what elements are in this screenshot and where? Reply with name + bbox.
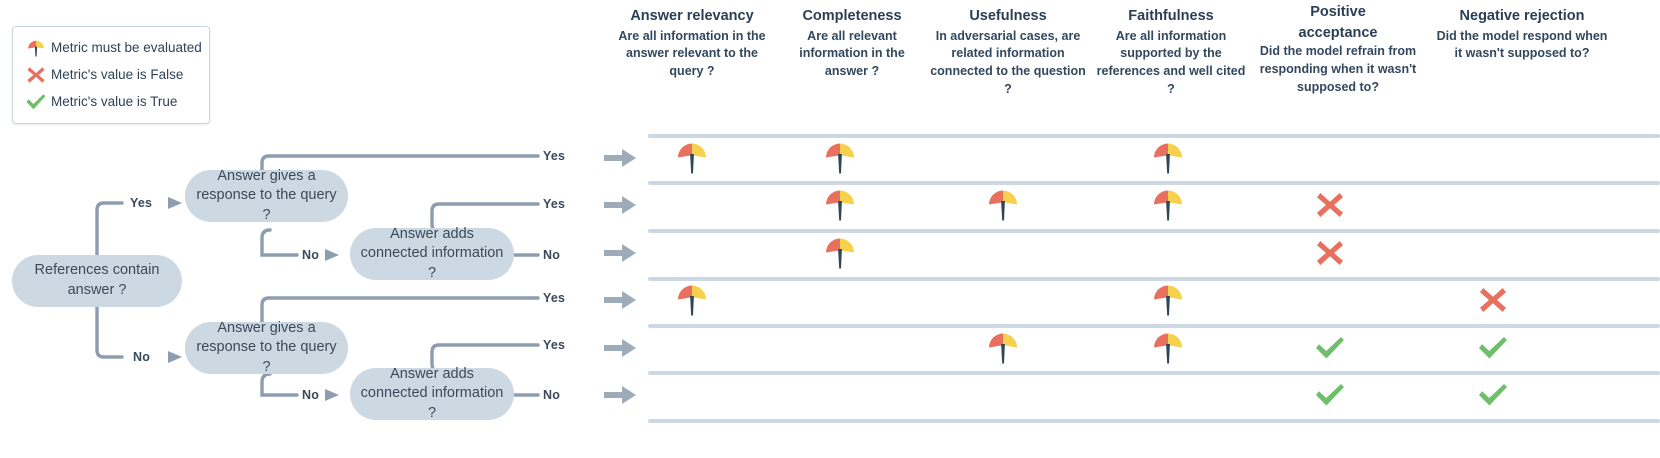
matrix-cell-gauge-icon [664, 136, 720, 180]
matrix-cell-cross-icon [1465, 278, 1521, 322]
column-header-usefulness: Usefulness In adversarial cases, are rel… [928, 6, 1088, 99]
node-label: Answer adds connected information ? [360, 225, 504, 281]
matrix-cell-gauge-icon [664, 278, 720, 322]
legend-label: Metric's value is True [51, 93, 178, 109]
matrix-cell-cross-icon [1302, 183, 1358, 227]
row-separator [648, 277, 1660, 281]
cross-icon [21, 65, 51, 85]
flow-node-bottom-answer-adds-connected[interactable]: Answer adds connected information ? [350, 366, 514, 421]
row-separator [648, 324, 1660, 328]
row-separator [648, 371, 1660, 375]
row-inflow-arrow [604, 242, 638, 264]
flow-node-top-answer-gives-response[interactable]: Answer gives a response to the query ? [185, 168, 348, 223]
node-label: References contain answer ? [34, 262, 160, 298]
column-subtitle: Are all information in the answer releva… [618, 28, 766, 79]
edge-label-top-resp-no: No [302, 248, 320, 262]
row-inflow-arrow [604, 194, 638, 216]
column-title: Faithfulness [1128, 8, 1214, 24]
edge-label-root-no: No [133, 350, 151, 364]
column-subtitle: Did the model refrain from responding wh… [1259, 44, 1417, 94]
column-title: Negative rejection [1459, 8, 1585, 24]
node-label: Answer gives a response to the query ? [196, 167, 337, 223]
matrix-cell-gauge-icon [812, 183, 868, 227]
column-header-positive-acceptance: Positive acceptance Did the model refrai… [1248, 2, 1428, 96]
column-header-negative-rejection: Negative rejection Did the model respond… [1432, 6, 1612, 63]
column-title: Answer relevancy [630, 8, 754, 24]
legend-label: Metric must be evaluated [51, 39, 202, 55]
legend-item: Metric's value is False [21, 61, 201, 88]
row-inflow-arrow [604, 337, 638, 359]
matrix-cell-gauge-icon [975, 326, 1031, 370]
matrix-cell-check-icon [1302, 326, 1358, 370]
edge-label-bottom-resp-no: No [302, 388, 320, 402]
metric-matrix: Answer relevancy Are all information in … [600, 0, 1660, 458]
flow-node-references-contain-answer[interactable]: References contain answer ? [12, 255, 182, 307]
edge-label-bottom-add-yes: Yes [543, 338, 566, 352]
column-subtitle: In adversarial cases, are related inform… [930, 28, 1086, 96]
column-title: Usefulness [969, 8, 1047, 24]
edge-label-bottom-resp-yes: Yes [543, 291, 566, 305]
node-label: Answer gives a response to the query ? [196, 319, 337, 375]
edge-label-top-add-no: No [543, 248, 561, 262]
column-header-completeness: Completeness Are all relevant informatio… [778, 6, 926, 81]
row-separator [648, 419, 1660, 423]
decision-flowchart: References contain answer ? Answer gives… [0, 0, 620, 458]
row-inflow-arrow [604, 147, 638, 169]
matrix-cell-gauge-icon [975, 183, 1031, 227]
matrix-cell-gauge-icon [812, 136, 868, 180]
matrix-cell-gauge-icon [1140, 136, 1196, 180]
edge-label-root-yes: Yes [130, 196, 153, 210]
matrix-cell-check-icon [1465, 326, 1521, 370]
row-separator [648, 181, 1660, 185]
column-subtitle: Are all relevant information in the answ… [799, 28, 905, 79]
row-inflow-arrow [604, 289, 638, 311]
matrix-cell-gauge-icon [1140, 326, 1196, 370]
column-header-faithfulness: Faithfulness Are all information support… [1092, 6, 1250, 99]
edge-label-top-add-yes: Yes [543, 197, 566, 211]
matrix-cell-check-icon [1465, 373, 1521, 417]
legend-item: Metric must be evaluated [21, 34, 202, 61]
edge-label-bottom-add-no: No [543, 388, 561, 402]
edge-label-top-resp-yes: Yes [543, 149, 566, 163]
legend-item: Metric's value is True [21, 88, 201, 115]
matrix-cell-cross-icon [1302, 231, 1358, 275]
column-header-answer-relevancy: Answer relevancy Are all information in … [612, 6, 772, 81]
flow-node-bottom-answer-gives-response[interactable]: Answer gives a response to the query ? [185, 320, 348, 375]
column-subtitle: Did the model respond when it wasn't sup… [1436, 28, 1608, 61]
column-title: Positive acceptance [1298, 4, 1378, 41]
flow-node-top-answer-adds-connected[interactable]: Answer adds connected information ? [350, 226, 514, 281]
arrowhead [168, 197, 339, 401]
check-icon [21, 93, 51, 111]
legend-panel: Metric must be evaluated Metric's value … [12, 26, 210, 124]
matrix-cell-gauge-icon [1140, 183, 1196, 227]
legend-label: Metric's value is False [51, 66, 184, 82]
column-subtitle: Are all information supported by the ref… [1096, 28, 1246, 96]
node-label: Answer adds connected information ? [360, 365, 504, 421]
matrix-cell-gauge-icon [1140, 278, 1196, 322]
row-inflow-arrow [604, 384, 638, 406]
row-separator [648, 134, 1660, 138]
matrix-cell-gauge-icon [812, 231, 868, 275]
row-separator [648, 229, 1660, 233]
gauge-icon [21, 37, 51, 59]
matrix-cell-check-icon [1302, 373, 1358, 417]
column-title: Completeness [802, 8, 902, 24]
